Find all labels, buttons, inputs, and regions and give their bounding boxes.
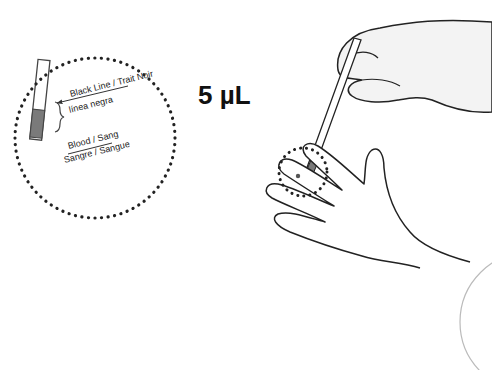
bracket: [55, 102, 64, 132]
volume-label: 5 µL: [198, 80, 251, 111]
partial-badge: [460, 252, 492, 370]
capillary-tube: [30, 59, 50, 140]
blood-drop: [296, 174, 300, 178]
zoom-circle: Black Line / Trait Noirlínea negraBlood …: [12, 55, 178, 221]
open-hand: [266, 144, 470, 268]
dotted-circle-outline: [15, 58, 175, 218]
glove-crease: [362, 79, 400, 86]
gloved-hand: [338, 20, 492, 112]
zoom-circle: [279, 148, 327, 196]
